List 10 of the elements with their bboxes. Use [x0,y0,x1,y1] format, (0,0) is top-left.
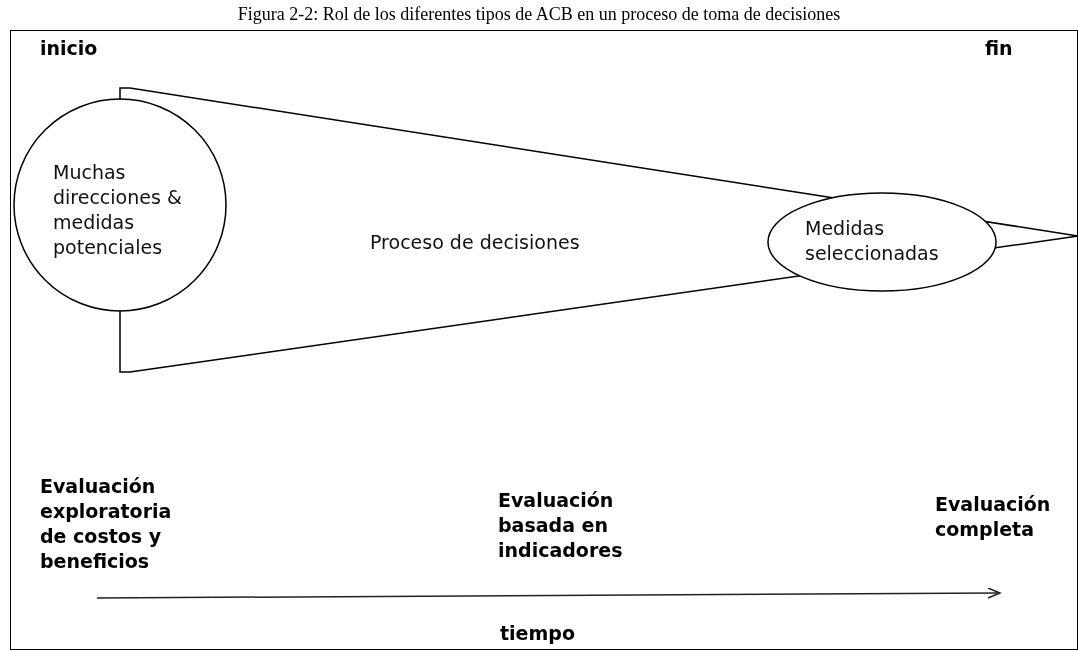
start-label: inicio [40,36,99,61]
figure-title: Figura 2-2: Rol de los diferentes tipos de ACB en un proceso de toma de decisiones [236,4,842,25]
node-label: Proceso de decisiones [370,230,581,255]
stage-label: Evaluación exploratoria de costos y beneficios [40,474,173,574]
stage-label: Evaluación completa [935,492,1052,542]
axis-label: tiempo [500,621,576,646]
stage-label: Evaluación basada en indicadores [498,488,624,563]
node-label: Muchas direcciones & medidas potenciales [53,160,183,260]
node-label: Medidas seleccionadas [805,216,940,266]
end-label: fin [985,36,1014,61]
